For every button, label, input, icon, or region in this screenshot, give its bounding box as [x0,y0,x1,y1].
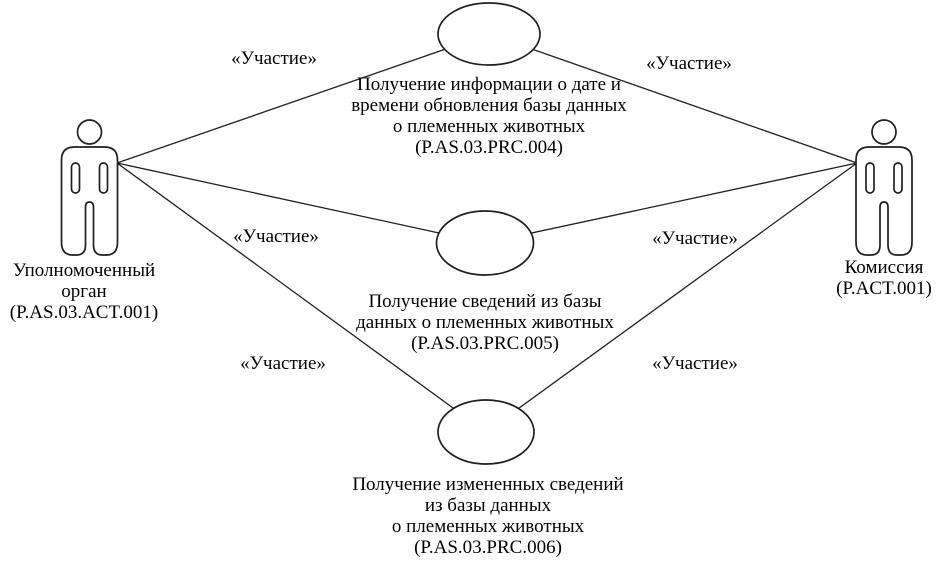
edge-label-participation: «Участие» [233,226,319,247]
actor-figure-authorized-body [60,119,119,256]
actor-arm-slit [98,162,109,194]
actor-arm-slit [893,162,903,194]
actor-label-line: Уполномоченный [12,260,156,281]
association-line [116,162,486,244]
actor-arm-slit [70,162,81,194]
actor-label-authorized-body: Уполномоченный орган (P.AS.03.ACT.001) [10,260,159,323]
actor-label-line: орган [61,281,107,302]
use-case-label-line: данных о племенных животных [356,312,614,333]
association-line [488,33,858,164]
association-lines [116,33,858,433]
use-case-label-line: Получение информации о дате и [357,74,621,95]
actor-body [60,146,119,256]
actor-label-line: Комиссия [844,257,924,278]
use-case-ellipse-prc-004 [437,2,541,66]
use-case-label-line: (P.AS.03.PRC.006) [414,537,562,558]
use-case-label-prc-005: Получение сведений из базы данных о плем… [356,291,614,354]
use-case-label-line: о племенных животных [392,116,586,137]
association-line [116,33,490,164]
use-case-label-prc-004: Получение информации о дате и времени об… [351,74,627,158]
actor-head [871,119,897,145]
use-case-label-line: времени обновления базы данных [351,95,627,116]
actor-head [76,119,103,145]
edge-label-participation: «Участие» [646,53,732,74]
use-case-label-line: о племенных животных [391,516,585,537]
actor-label-commission: Комиссия (P.ACT.001) [836,257,932,299]
edge-label-participation: «Участие» [231,48,317,69]
use-case-label-line: Получение сведений из базы [368,291,602,312]
edge-label-participation: «Участие» [652,228,738,249]
association-line [484,162,858,244]
use-case-label-prc-006: Получение измененных сведений из базы да… [352,474,623,558]
edge-label-participation: «Участие» [652,353,738,374]
actor-label-line: (P.AS.03.ACT.001) [9,302,159,323]
association-line [116,162,487,433]
actor-body [855,146,913,256]
use-case-ellipse-prc-005 [435,210,535,276]
use-case-label-line: (P.AS.03.PRC.005) [411,333,559,354]
association-line [485,162,858,433]
edge-label-participation: «Участие» [240,353,326,374]
actor-label-line: (P.ACT.001) [836,278,932,299]
use-case-label-line: из базы данных [424,495,552,516]
use-case-ellipse-prc-006 [437,399,535,465]
actor-arm-slit [865,162,875,194]
actor-figure-commission [855,119,913,256]
use-case-label-line: (P.AS.03.PRC.004) [415,137,563,158]
use-case-label-line: Получение измененных сведений [352,474,624,495]
